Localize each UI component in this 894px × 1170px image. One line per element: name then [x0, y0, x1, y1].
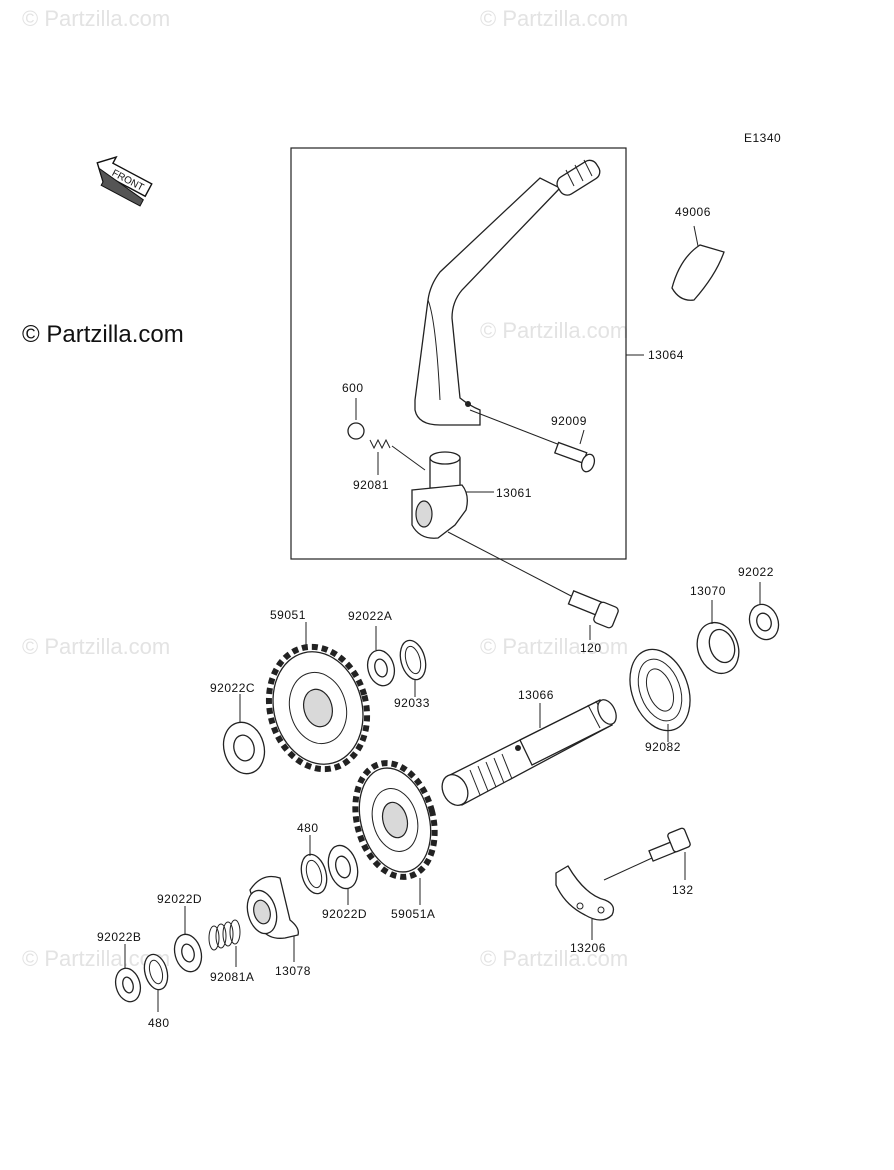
part-label: 600 [342, 381, 364, 395]
part-label: 13070 [690, 584, 726, 598]
part-label: 120 [580, 641, 602, 655]
part-label: 92081 [353, 478, 389, 492]
part-label: 13078 [275, 964, 311, 978]
spring-92081A-part [208, 919, 241, 967]
washer-92022-part [748, 582, 780, 641]
bolt-120-part [447, 531, 619, 640]
part-label: 480 [148, 1016, 170, 1030]
bolt-92009-part [469, 409, 596, 473]
part-label: 13061 [496, 486, 532, 500]
part-label: 92022A [348, 609, 392, 623]
circlip-480-part [300, 835, 328, 895]
rubber-cover-part [671, 225, 725, 301]
bolt-132-part [603, 827, 691, 881]
part-label: 59051A [391, 907, 435, 921]
watermark: © Partzilla.com [22, 634, 170, 659]
part-label: 13064 [648, 348, 684, 362]
washer-92022D-part [173, 906, 203, 973]
collar-13070-part [696, 600, 740, 675]
ball-part [347, 422, 365, 440]
part-label: 92022 [738, 565, 774, 579]
part-label: 13206 [570, 941, 606, 955]
part-label: 92033 [394, 696, 430, 710]
part-label: 92022B [97, 930, 141, 944]
washer-92022B-part [114, 944, 142, 1003]
watermark: © Partzilla.com [480, 634, 628, 659]
part-label: 480 [297, 821, 319, 835]
circlip-92033-part [399, 639, 427, 697]
part-label: 92082 [645, 740, 681, 754]
part-label: 92022C [210, 681, 255, 695]
torsion-spring-part [629, 648, 691, 742]
part-labels: 49006 13064 600 92009 92081 13061 120 92… [97, 205, 774, 1030]
part-label: 132 [672, 883, 694, 897]
part-label: 59051 [270, 608, 306, 622]
washer-92022A-part [366, 626, 396, 687]
kick-lever-part [414, 159, 601, 426]
part-label: 49006 [675, 205, 711, 219]
diagram-code: E1340 [744, 131, 781, 145]
part-label: 92022D [322, 907, 367, 921]
watermark: © Partzilla.com [22, 6, 170, 31]
ratchet-13078-part [246, 875, 299, 962]
kick-lever-assembly-box [290, 147, 627, 560]
washer-92022C-part [222, 694, 266, 775]
gear-59051-part [265, 622, 371, 773]
part-label: 92009 [551, 414, 587, 428]
kick-boss-part [411, 451, 494, 539]
part-label: 92022D [157, 892, 202, 906]
part-label: 13066 [518, 688, 554, 702]
watermark: © Partzilla.com [480, 318, 628, 343]
kick-shaft-part [441, 699, 617, 806]
washer-92022D-part [327, 844, 359, 905]
gear-59051A-part [352, 760, 438, 905]
watermark: © Partzilla.com [480, 946, 628, 971]
copyright-text: © Partzilla.com [22, 321, 184, 348]
front-arrow-icon: FRONT [96, 155, 153, 207]
circlip-480-part [143, 953, 169, 1012]
part-label: 92081A [210, 970, 254, 984]
spring-92081-part [369, 438, 426, 475]
stopper-plate-part [555, 865, 615, 940]
watermark: © Partzilla.com [480, 6, 628, 31]
